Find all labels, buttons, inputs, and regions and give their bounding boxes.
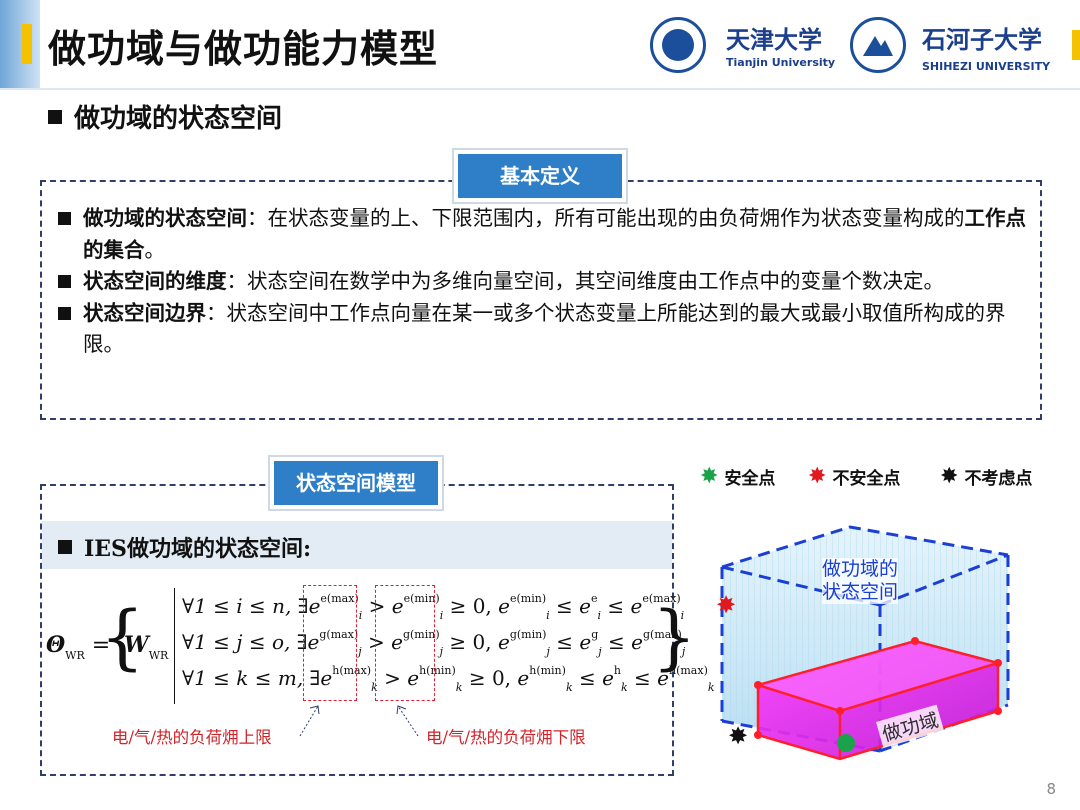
legend-unsafe: ✸ 不安全点 [808, 464, 901, 489]
model-heading-band [42, 521, 672, 569]
formula-row-heat: ∀1 ≤ k ≤ m, ∃eh(max)k > eh(min)k ≥ 0, eh… [182, 664, 715, 694]
state-space-label: 做功域的 状态空间 [822, 558, 899, 604]
formula-left-brace: { [100, 596, 145, 678]
state-space-figure: ✸ ✸ [716, 525, 1010, 761]
list-item: 做功域的状态空间：在状态变量的上、下限范围内，所有可能出现的由负荷㶲作为状态变量… [58, 203, 1033, 266]
section-title: 做功域的状态空间 [48, 98, 282, 135]
model-heading: IES做功域的状态空间: [58, 531, 311, 563]
model-tag: 状态空间模型 [274, 461, 438, 505]
definition-emphasis: 工作点的集合 [83, 206, 1026, 262]
page-number: 8 [1046, 780, 1056, 798]
svg-text:✸: ✸ [728, 722, 748, 750]
square-bullet-icon [58, 275, 71, 288]
definition-text: ：在状态变量的上、下限范围内，所有可能出现的由负荷㶲作为状态变量构成的 [247, 206, 965, 230]
definition-text: ：状态空间中工作点向量在某一或多个状态变量上所能达到的最大或最小取值所构成的界限… [83, 300, 1006, 357]
legend-ignore: ✸ 不考虑点 [940, 464, 1033, 489]
header-divider [0, 88, 1080, 90]
lower-limit-highlight [375, 585, 435, 701]
list-item: 状态空间的维度：状态空间在数学中为多维向量空间，其空间维度由工作点中的变量个数决… [58, 266, 1033, 298]
formula-row-electric: ∀1 ≤ i ≤ n, ∃ee(max)i > ee(min)i ≥ 0, ee… [182, 592, 685, 622]
formula-right-brace: } [652, 596, 697, 678]
ignore-star-icon: ✸ [940, 464, 959, 489]
formula-w: WWR [124, 632, 169, 662]
tju-logo-cn: 天津大学 [726, 25, 822, 54]
formula-divider [174, 588, 175, 704]
lower-limit-caption: 电/气/热的负荷㶲下限 [426, 728, 586, 747]
unsafe-star-icon: ✸ [808, 464, 827, 489]
tju-logo-en: Tianjin University [726, 56, 836, 69]
shz-logo-cn: 石河子大学 [922, 25, 1042, 54]
shz-seal-logo [850, 17, 906, 73]
square-bullet-icon [58, 540, 72, 554]
caption-arrows [299, 705, 419, 737]
page-title: 做功域与做功能力模型 [48, 27, 439, 71]
svg-text:✸: ✸ [716, 591, 736, 619]
upper-limit-highlight [303, 585, 357, 701]
square-bullet-icon [58, 212, 71, 225]
formula-lhs: ΘWR = [46, 632, 111, 662]
legend-safe: ✸ 安全点 [700, 464, 776, 489]
tju-seal-logo [650, 17, 706, 73]
header-accent-left [0, 0, 40, 90]
title-accent-bar [22, 24, 32, 64]
definition-tag: 基本定义 [458, 154, 622, 198]
shz-logo-en: SHIHEZI UNIVERSITY [922, 60, 1051, 73]
definition-end: 。 [144, 237, 166, 262]
square-bullet-icon [58, 306, 71, 320]
list-item: 状态空间边界：状态空间中工作点向量在某一或多个状态变量上所能达到的最大或最小取值… [58, 298, 1033, 361]
definition-list: 做功域的状态空间：在状态变量的上、下限范围内，所有可能出现的由负荷㶲作为状态变量… [58, 203, 1033, 361]
header-accent-right [1072, 30, 1080, 60]
definition-term: 做功域的状态空间 [83, 206, 247, 230]
definition-text: ：状态空间在数学中为多维向量空间，其空间维度由工作点中的变量个数决定。 [226, 269, 945, 293]
upper-limit-caption: 电/气/热的负荷㶲上限 [112, 728, 272, 747]
formula-row-gas: ∀1 ≤ j ≤ o, ∃eg(max)j > eg(min)j ≥ 0, eg… [182, 628, 686, 658]
definition-term: 状态空间边界 [83, 300, 206, 325]
safe-star-icon: ✸ [700, 464, 719, 489]
square-bullet-icon [48, 109, 62, 124]
definition-term: 状态空间的维度 [83, 269, 227, 293]
